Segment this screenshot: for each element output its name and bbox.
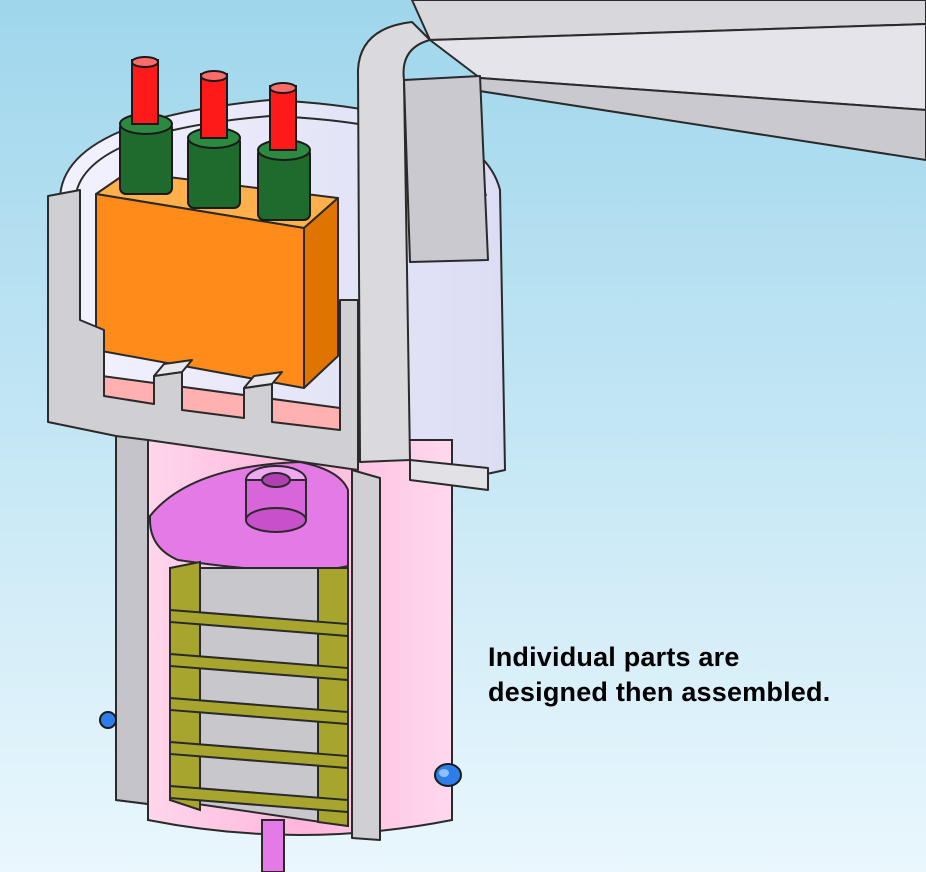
bottom-rod bbox=[261, 819, 285, 872]
blue-screws bbox=[99, 711, 462, 787]
connector-pins bbox=[119, 56, 311, 221]
pin-3 bbox=[257, 82, 311, 221]
coil-stack bbox=[169, 560, 349, 828]
caption: Individual parts are designed then assem… bbox=[488, 640, 908, 710]
screw-left bbox=[99, 711, 117, 729]
magenta-cap bbox=[149, 460, 349, 572]
caption-line-1: Individual parts are bbox=[488, 642, 740, 672]
upper-arm bbox=[411, 0, 926, 161]
pin-1 bbox=[119, 56, 173, 195]
gray-frame bbox=[47, 21, 489, 841]
pin-2 bbox=[187, 70, 241, 209]
caption-line-2: designed then assembled. bbox=[488, 677, 831, 707]
